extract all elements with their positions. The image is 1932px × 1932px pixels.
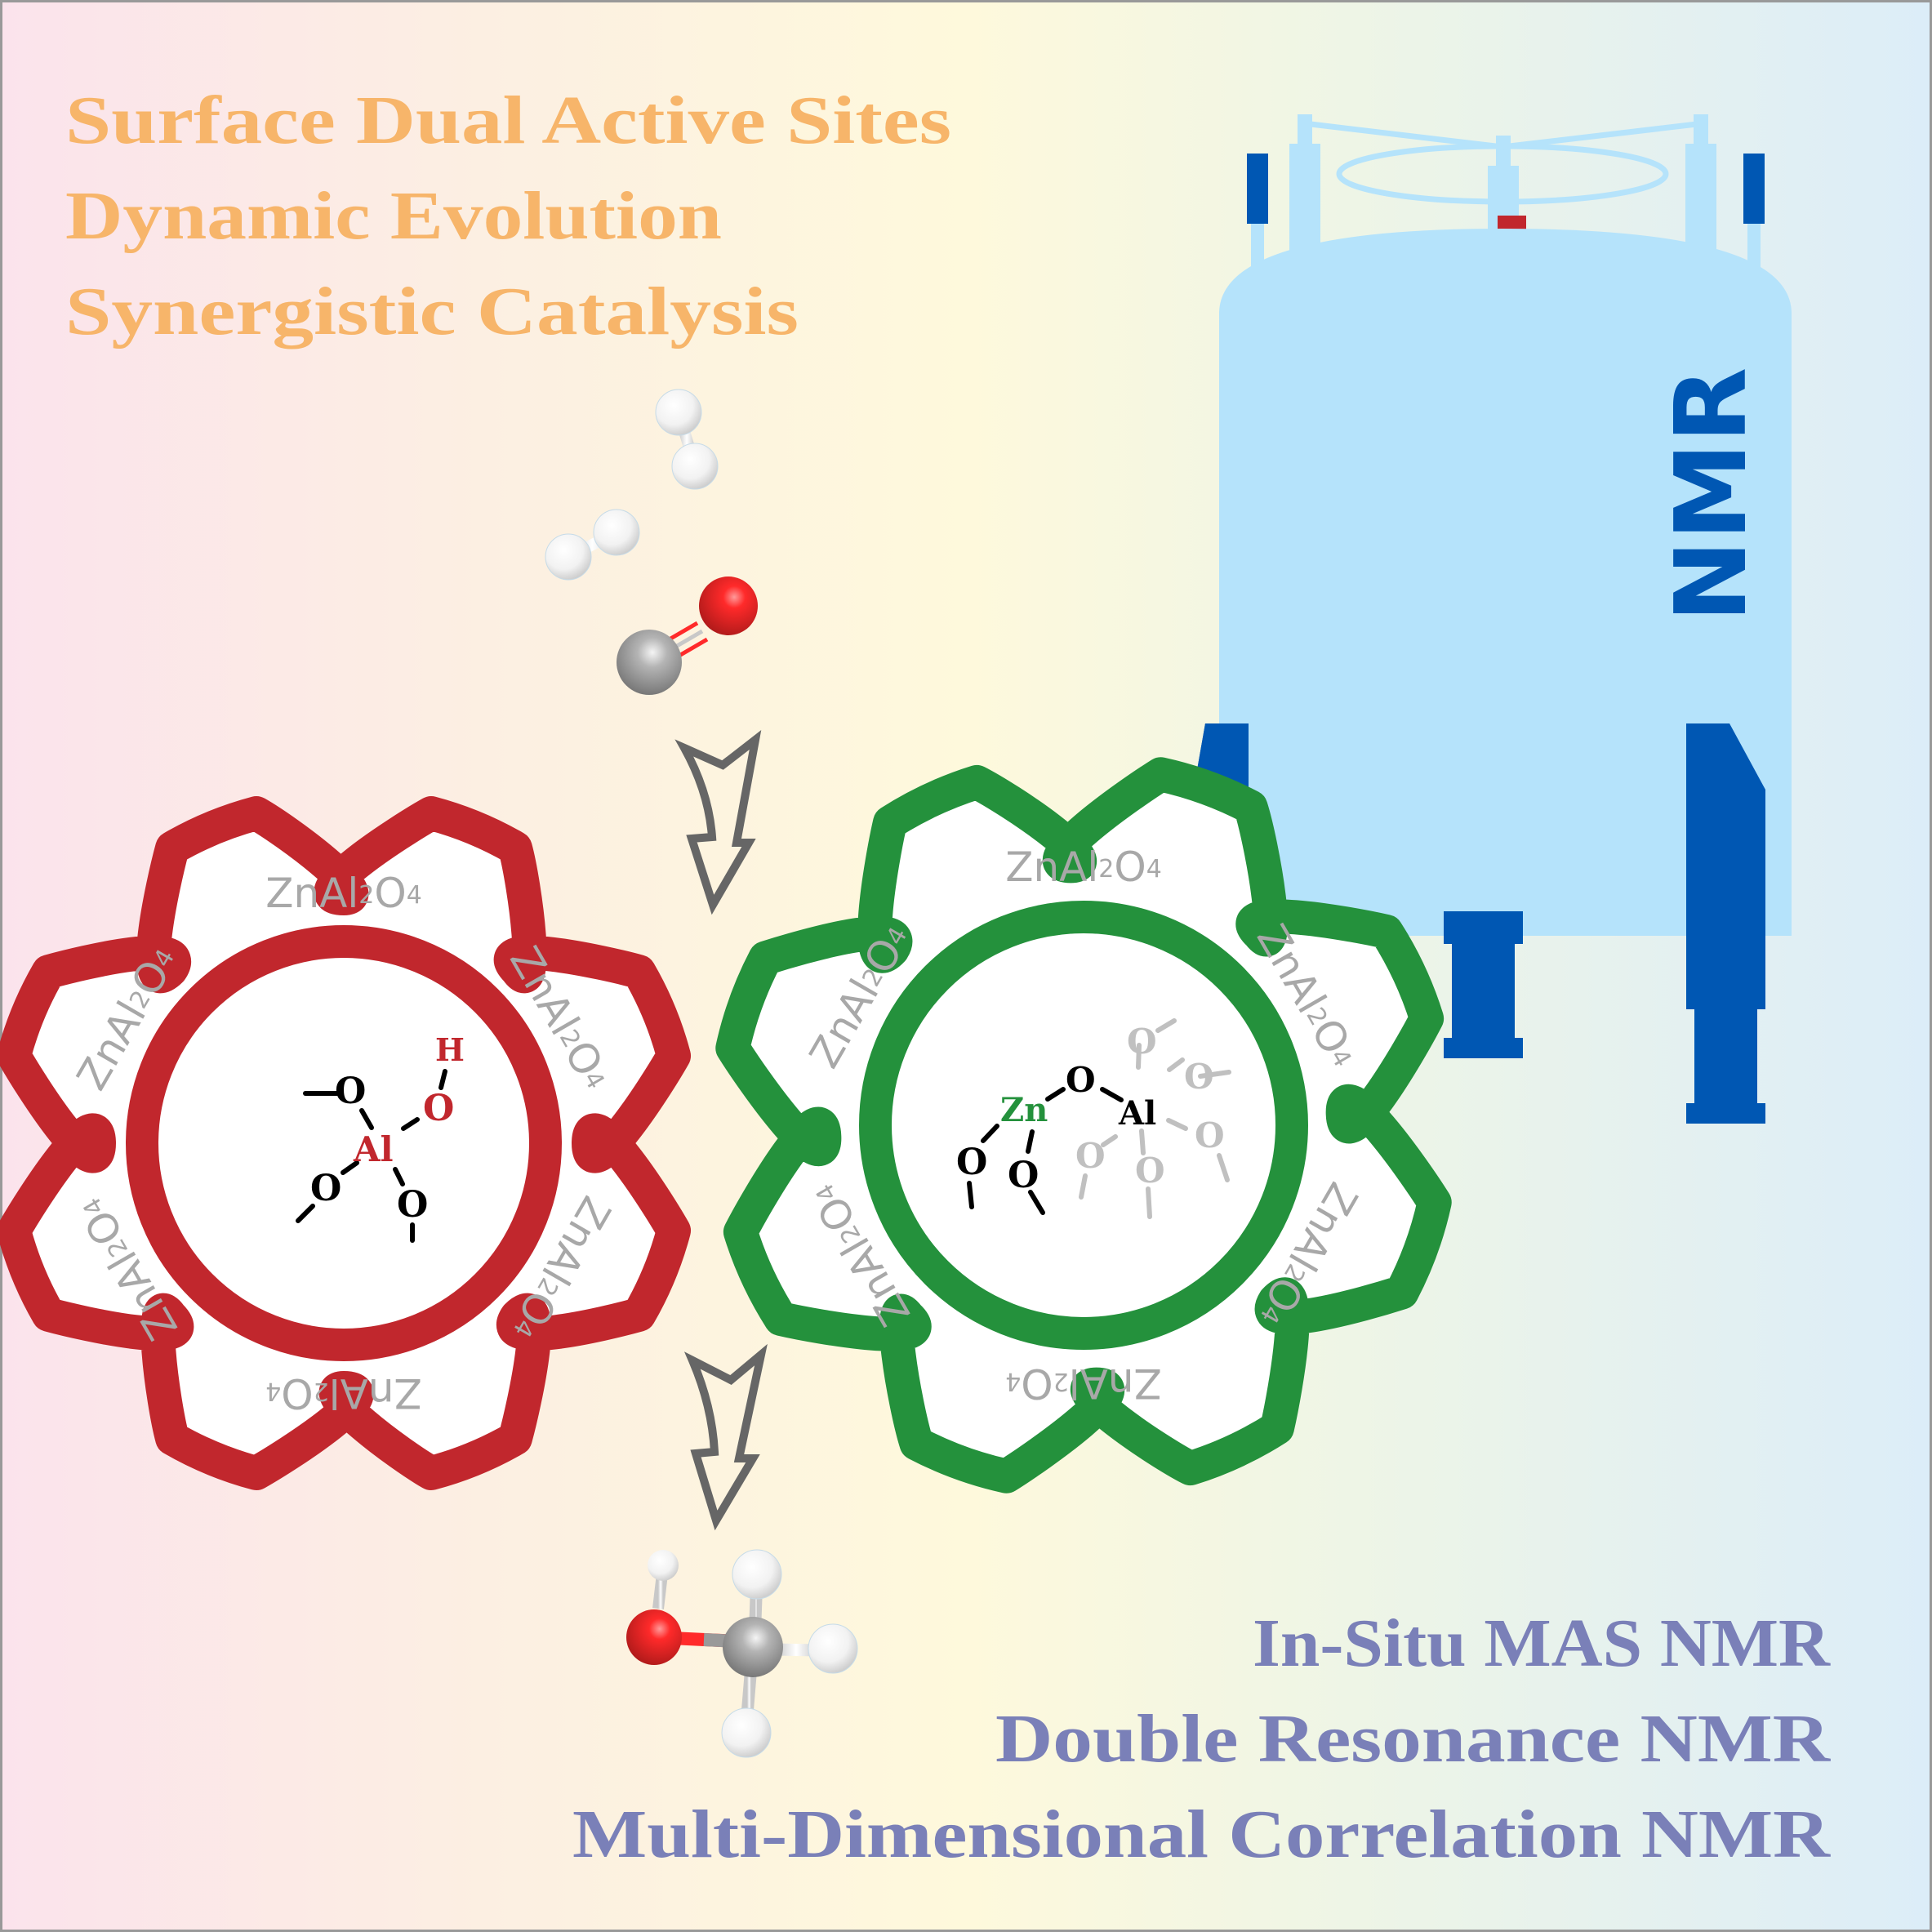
outer-post (1251, 220, 1264, 269)
support-ring (1336, 143, 1669, 205)
atom-label-al: Al (1118, 1094, 1156, 1133)
center-stand-base (1444, 1038, 1523, 1058)
atom-label-o-bridge: O (1066, 1060, 1096, 1100)
oxygen-atom (699, 576, 758, 635)
reactant-h2-molecule (545, 509, 640, 581)
product-methanol-molecule (626, 1549, 858, 1758)
nmr-label: NMR (1655, 367, 1769, 622)
hydrogen-atom (655, 389, 702, 436)
outer-post (1747, 220, 1761, 269)
atom-label-o-faded: O (1135, 1151, 1165, 1191)
atom-label-o: O (335, 1071, 366, 1112)
gear-inner-ring (126, 925, 562, 1361)
oxygen-atom (626, 1609, 682, 1665)
ring-label-znal2o4: ZnAl2O4 (265, 870, 422, 917)
atom-label-zn: Zn (1000, 1091, 1048, 1129)
outer-clamp (1247, 154, 1268, 224)
reactant-h2-molecule (655, 389, 719, 490)
carbon-atom (617, 630, 682, 695)
outer-clamp (1743, 154, 1765, 224)
reactant-co-molecule (617, 576, 758, 695)
atom-label-o-hydroxyl: O (423, 1088, 454, 1129)
atom-label-al: Al (353, 1129, 394, 1169)
atom-label-o-faded: O (1184, 1057, 1214, 1097)
right-leg (1686, 723, 1765, 1009)
gear-inner-ring (859, 901, 1308, 1350)
ring-label-znal2o4: ZnAl2O4 (265, 1370, 422, 1418)
hydrogen-atom (593, 509, 640, 556)
hydrogen-atom (648, 1550, 679, 1581)
zn-o-al-site: O O O O O Zn O Al O O (956, 1018, 1231, 1219)
hydrogen-atom (732, 1549, 782, 1600)
technique-line: Multi-Dimensional Correlation NMR (572, 1796, 1832, 1872)
gear-left: ZnAl2O4ZnAl2O4ZnAl2O4ZnAl2O4ZnAl2O4ZnAl2… (0, 796, 691, 1490)
technique-line: In-Situ MAS NMR (1253, 1605, 1831, 1681)
ring-label-znal2o4: ZnAl2O4 (1005, 1360, 1162, 1408)
hydrogen-atom (808, 1623, 858, 1674)
atom-label-o-faded: O (1075, 1136, 1106, 1176)
atom-label-o: O (956, 1142, 987, 1183)
hydrogen-atom (721, 1707, 772, 1758)
atom-label-h: H (435, 1031, 465, 1068)
atom-label-o: O (310, 1168, 341, 1209)
headline-line: Surface Dual Active Sites (65, 82, 951, 158)
center-stand-top (1444, 911, 1523, 944)
atom-label-o: O (397, 1184, 428, 1226)
atom-label-o: O (1008, 1155, 1039, 1196)
hydrogen-atom (671, 443, 719, 490)
hydrogen-atom (545, 533, 592, 581)
magnet-body (1219, 229, 1792, 936)
probe-insert (1498, 216, 1526, 230)
center-stand (1452, 944, 1515, 1038)
technique-line: Double Resonance NMR (995, 1701, 1832, 1777)
techniques: In-Situ MAS NMR Double Resonance NMR Mul… (572, 1605, 1832, 1872)
headline-line: Synergistic Catalysis (65, 274, 799, 349)
atom-label-o-faded: O (1127, 1022, 1157, 1062)
right-foot (1694, 1009, 1757, 1103)
atom-label-o-faded: O (1195, 1115, 1225, 1155)
carbon-atom (723, 1617, 783, 1677)
al-oh-site: Al H O O O O (296, 1031, 465, 1243)
arrow-down-icon (683, 1343, 768, 1531)
arrow-down-icon (674, 730, 762, 915)
right-foot-base (1686, 1103, 1765, 1124)
ring-label-znal2o4: ZnAl2O4 (1005, 844, 1162, 891)
headline-line: Dynamic Evolution (65, 178, 722, 254)
gear-right: ZnAl2O4ZnAl2O4ZnAl2O4ZnAl2O4ZnAl2O4ZnAl2… (715, 757, 1452, 1494)
headline: Surface Dual Active Sites Dynamic Evolut… (65, 82, 951, 349)
